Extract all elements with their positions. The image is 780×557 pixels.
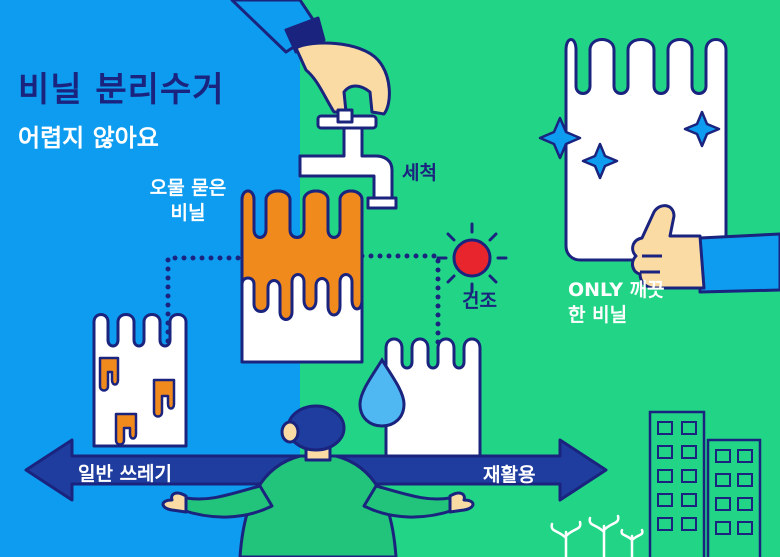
label-dry: 건조	[462, 290, 497, 312]
title-line-2: 어렵지 않아요	[18, 124, 159, 152]
faucet-hand-illustration	[230, 0, 398, 210]
label-general-waste: 일반 쓰레기	[78, 463, 173, 485]
water-drop-icon	[358, 357, 406, 428]
buildings-illustration	[648, 410, 762, 557]
sprout-icon	[550, 514, 644, 557]
title-line-1: 비닐 분리수거	[18, 70, 225, 110]
label-wash: 세척	[402, 162, 437, 184]
dotted-connector	[165, 253, 441, 353]
sparkle-icon	[538, 110, 721, 180]
person-illustration	[161, 404, 475, 557]
label-dirty-vinyl: 오물 묻은 비닐	[149, 177, 227, 224]
general-waste-bag	[92, 313, 188, 448]
label-only-clean: ONLY 깨끗한 비닐	[568, 279, 665, 326]
dirty-vinyl-bag	[240, 189, 364, 364]
sun-icon	[436, 222, 508, 294]
label-recycle: 재활용	[483, 464, 536, 486]
drying-vinyl-bag	[384, 337, 482, 470]
thumbs-up-hand-illustration	[631, 204, 780, 294]
